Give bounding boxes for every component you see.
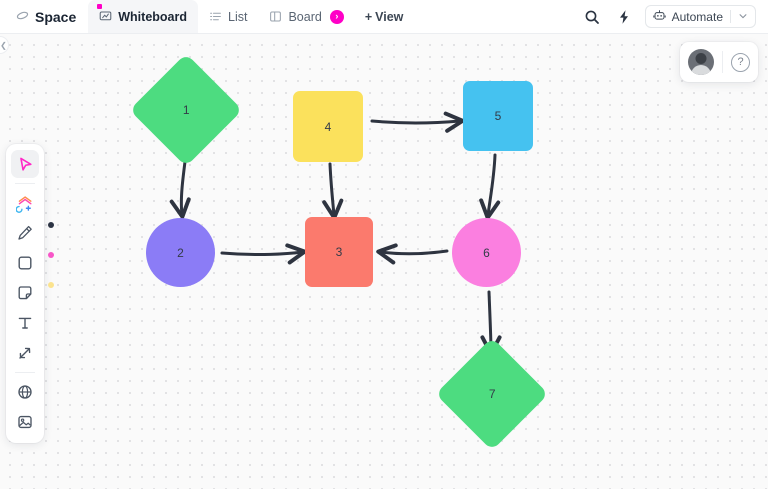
header-tabs: Space Whiteboard List Board › + View — [0, 0, 413, 33]
space-label: Space — [35, 8, 77, 25]
board-badge: › — [329, 9, 344, 24]
web-embed-tool[interactable] — [11, 378, 39, 406]
header-actions: Automate — [581, 0, 768, 33]
diagram-node-2[interactable]: 2 — [146, 218, 215, 287]
tab-board[interactable]: Board › — [258, 0, 354, 33]
diagram-edge-n4-n5[interactable] — [370, 111, 465, 133]
tab-board-label: Board — [288, 9, 322, 24]
node-label: 2 — [177, 245, 184, 260]
chevron-down-icon[interactable] — [738, 11, 748, 23]
toolbar-divider — [15, 183, 35, 184]
text-tool[interactable] — [11, 309, 39, 337]
node-label: 1 — [182, 103, 190, 117]
diagram-node-3[interactable]: 3 — [305, 217, 373, 287]
tab-whiteboard-label: Whiteboard — [118, 9, 187, 24]
add-view-label: View — [375, 9, 404, 24]
tab-whiteboard[interactable]: Whiteboard — [88, 0, 198, 33]
list-icon — [209, 10, 222, 23]
rectangle-tool[interactable] — [11, 249, 39, 277]
board-icon — [269, 10, 282, 23]
user-card: ? — [680, 42, 758, 82]
diagram-edges — [169, 111, 502, 356]
tab-list-label: List — [228, 9, 248, 24]
lightning-bolt-icon[interactable] — [613, 6, 635, 28]
whiteboard-toolbar — [6, 144, 54, 443]
automate-label: Automate — [671, 9, 723, 24]
diagram-node-5[interactable]: 5 — [463, 81, 533, 151]
connector-tool[interactable] — [11, 339, 39, 367]
unsaved-indicator-icon — [97, 4, 103, 9]
diagram-edge-n5-n6[interactable] — [479, 153, 501, 220]
card-divider — [722, 51, 723, 73]
image-tool[interactable] — [11, 408, 39, 436]
space-chip[interactable]: Space — [10, 0, 88, 33]
avatar-head — [695, 53, 707, 64]
shapes-tool[interactable] — [11, 189, 39, 217]
avatar[interactable] — [688, 49, 714, 75]
automate-separator — [730, 10, 731, 23]
diagram-edge-n2-n3[interactable] — [220, 243, 307, 265]
color-swatch-rectangle[interactable] — [48, 252, 54, 258]
search-icon[interactable] — [581, 6, 603, 28]
whiteboard-icon — [99, 10, 112, 23]
help-icon[interactable]: ? — [731, 52, 750, 72]
diagram-edge-n4-n3[interactable] — [322, 162, 344, 220]
node-label: 7 — [488, 387, 496, 401]
tab-list[interactable]: List — [198, 0, 258, 33]
pen-tool[interactable] — [11, 219, 39, 247]
space-icon — [16, 9, 29, 25]
node-label: 3 — [335, 245, 343, 259]
color-swatch-pen[interactable] — [48, 222, 54, 228]
diagram-board: 1 2 3 4 5 6 7 — [0, 34, 768, 489]
avatar-body — [691, 65, 711, 75]
node-label: 4 — [324, 119, 332, 134]
diagram-edge-n6-n3[interactable] — [376, 243, 449, 265]
color-swatch-sticky[interactable] — [48, 282, 54, 288]
diagram-node-4[interactable]: 4 — [293, 91, 363, 162]
robot-icon — [652, 9, 666, 25]
diagram-node-6[interactable]: 6 — [452, 218, 521, 287]
select-tool[interactable] — [11, 150, 39, 178]
plus-icon: + — [364, 9, 373, 24]
node-label: 6 — [483, 245, 490, 260]
node-label: 5 — [494, 109, 502, 123]
automate-button[interactable]: Automate — [644, 5, 756, 28]
toolbar-divider-2 — [15, 372, 35, 373]
app-header: Space Whiteboard List Board › + View — [0, 0, 768, 34]
sticky-note-tool[interactable] — [11, 279, 39, 307]
add-view-button[interactable]: + View — [355, 0, 414, 33]
